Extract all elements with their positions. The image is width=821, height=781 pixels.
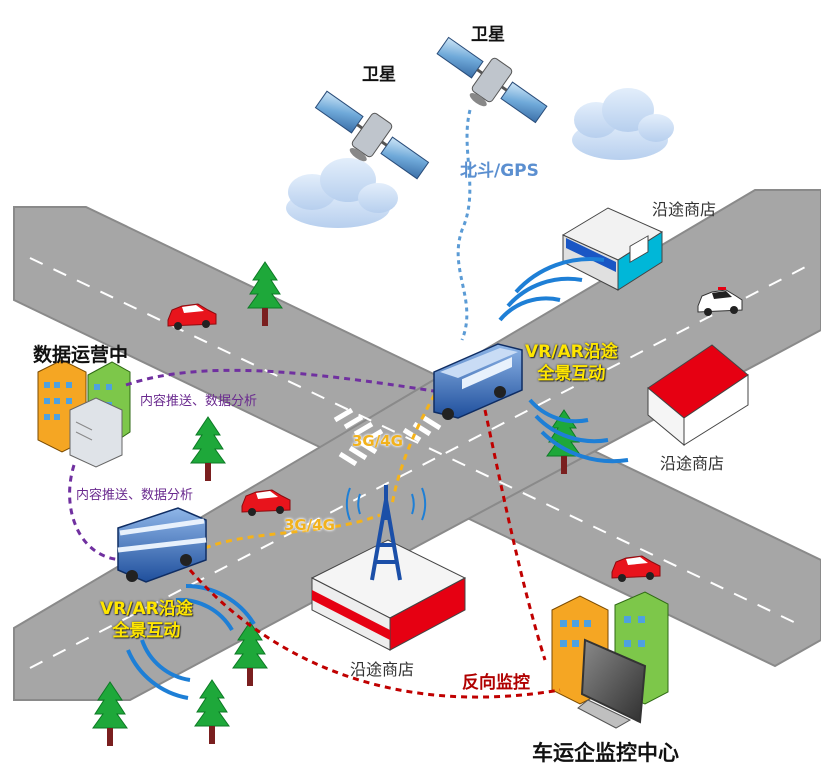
server-icon (69, 397, 123, 468)
cell-tower-icon (345, 485, 427, 581)
push-link-bottom (68, 464, 126, 562)
signal-wave-top (498, 257, 629, 464)
monitor-link-bottom (188, 569, 561, 699)
building-icon (647, 344, 749, 447)
lane-marking-a (29, 257, 801, 626)
monitor-link-top (483, 409, 547, 661)
double-decker-bus-icon (117, 507, 207, 583)
push-label-top: 内容推送、数据分析 (140, 394, 258, 409)
vr-label-bottom-line1: VR/AR沿途 (100, 599, 193, 619)
satellite-label: 卫星 (362, 65, 396, 85)
network-label-top: 3G/4G (352, 432, 403, 450)
network-label-bottom: 3G/4G (284, 516, 335, 534)
bus-icon (433, 343, 523, 420)
push-link-top (125, 368, 441, 394)
ops-center-label: 数据运营中 (33, 344, 129, 366)
cloud-icon (286, 158, 398, 228)
shop-label-right: 沿途商店 (660, 454, 725, 473)
monitor-icon (577, 638, 647, 729)
satellite-icon (314, 90, 430, 180)
crosswalk-left (338, 439, 378, 467)
satellite-label: 卫星 (471, 25, 505, 45)
crosswalk-top (333, 407, 384, 444)
gps-link-label: 北斗/GPS (460, 161, 539, 181)
monitor-center-label: 车运企监控中心 (532, 741, 679, 765)
push-label-bottom: 内容推送、数据分析 (76, 488, 194, 503)
gps-link (456, 109, 472, 341)
shop-icon (561, 207, 664, 291)
lane-marking-b (29, 261, 816, 669)
vr-label-bottom: VR/AR沿途 全景互动 (100, 598, 193, 642)
vr-label-top: VR/AR沿途 全景互动 (525, 341, 618, 385)
vr-label-top-line1: VR/AR沿途 (525, 342, 618, 362)
network-link-bottom (204, 513, 381, 550)
police-car-icon (697, 287, 743, 316)
signal-wave-bottom (126, 584, 256, 700)
shop-label-top-right: 沿途商店 (652, 200, 717, 219)
cloud-icon (572, 88, 674, 160)
vr-label-bottom-line2: 全景互动 (112, 621, 181, 641)
satellite-icon (436, 36, 548, 124)
crosswalk-right (402, 415, 442, 443)
shop-icon (310, 539, 467, 651)
vr-label-top-line2: 全景互动 (537, 364, 606, 384)
shop-label-bottom: 沿途商店 (350, 660, 415, 679)
reverse-monitor-label: 反向监控 (462, 673, 530, 693)
